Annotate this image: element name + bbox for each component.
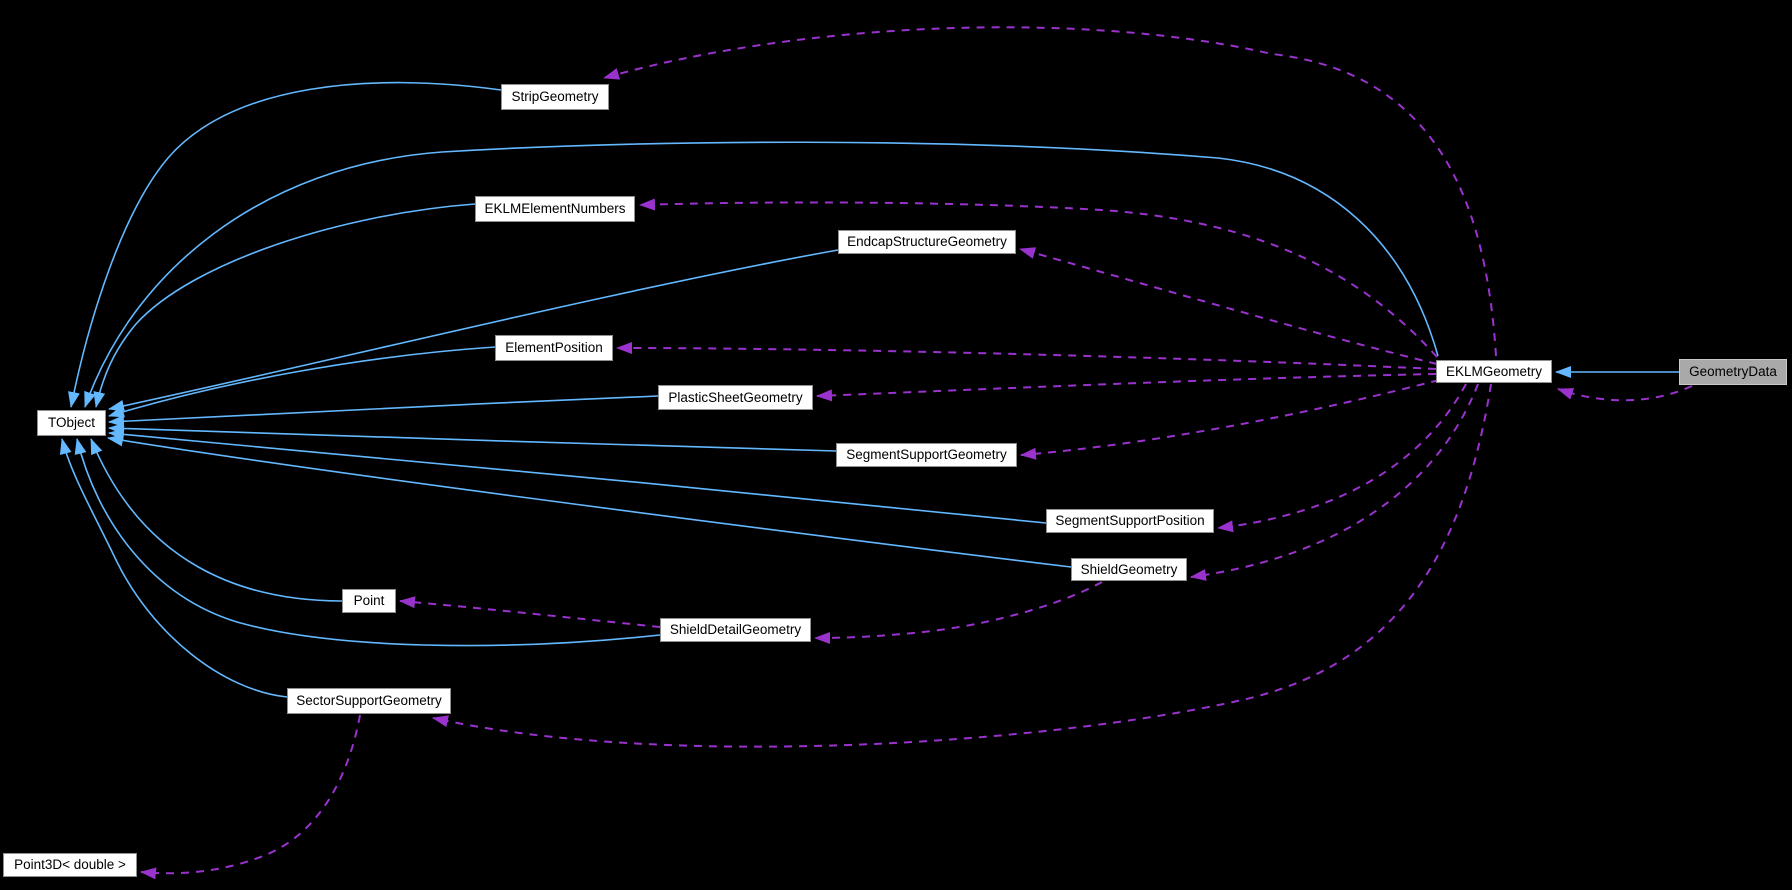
- node-eklmgeometry[interactable]: EKLMGeometry: [1436, 360, 1552, 383]
- edge-shieldgeometry-shielddetailgeometry: [814, 581, 1103, 644]
- edge-sectorsupportgeometry-point3d: [140, 714, 361, 880]
- node-shieldgeometry[interactable]: ShieldGeometry: [1071, 558, 1187, 581]
- node-point[interactable]: Point: [342, 589, 396, 613]
- node-tobject[interactable]: TObject: [37, 410, 106, 436]
- edge-segmentsupportgeometry-tobject: [108, 422, 837, 452]
- node-sectorsupportgeometry[interactable]: SectorSupportGeometry: [287, 688, 451, 714]
- edge-elementposition-tobject: [108, 346, 496, 418]
- node-eklmelementnumbers[interactable]: EKLMElementNumbers: [475, 196, 635, 222]
- edge-eklmgeometry-segmentsupportgeometry: [1020, 379, 1440, 460]
- edge-eklmgeometry-segmentsupportposition: [1217, 383, 1467, 533]
- edge-plasticsheetgeometry-tobject: [108, 395, 659, 428]
- node-point3d-double[interactable]: Point3D< double >: [3, 853, 137, 877]
- edge-geometrydata-eklmgeometry-use: [1557, 385, 1693, 402]
- edge-sectorsupportgeometry-tobject: [59, 438, 288, 698]
- edge-eklmgeometry-tobject: [84, 141, 1439, 408]
- edge-point-tobject: [90, 438, 343, 602]
- edge-eklmgeometry-shieldgeometry: [1190, 383, 1479, 581]
- edge-segmentsupportposition-tobject: [108, 428, 1047, 524]
- edge-eklmelementnumbers-tobject: [93, 203, 476, 408]
- node-elementposition[interactable]: ElementPosition: [495, 335, 613, 361]
- edge-shielddetailgeometry-tobject: [74, 438, 661, 647]
- edge-eklmgeometry-eklmelementnumbers: [639, 198, 1438, 358]
- edge-shieldgeometry-tobject: [107, 434, 1072, 568]
- edge-eklmgeometry-plasticsheetgeometry: [816, 373, 1437, 402]
- edge-eklmgeometry-endcapstructuregeometry: [1019, 247, 1438, 365]
- node-plasticsheetgeometry[interactable]: PlasticSheetGeometry: [658, 385, 813, 410]
- node-stripgeometry[interactable]: StripGeometry: [501, 84, 609, 110]
- edge-eklmgeometry-sectorsupportgeometry: [432, 383, 1492, 748]
- edge-endcapstructuregeometry-tobject: [108, 249, 839, 412]
- node-segmentsupportposition[interactable]: SegmentSupportPosition: [1046, 509, 1214, 533]
- node-segmentsupportgeometry[interactable]: SegmentSupportGeometry: [836, 443, 1017, 467]
- edge-stripgeometry-tobject: [68, 81, 502, 408]
- edge-eklmgeometry-elementposition: [616, 342, 1437, 370]
- edge-eklmgeometry-stripgeometry: [603, 26, 1497, 357]
- node-geometrydata[interactable]: GeometryData: [1679, 359, 1787, 385]
- node-endcapstructuregeometry[interactable]: EndcapStructureGeometry: [838, 230, 1016, 254]
- edge-shielddetailgeometry-point: [399, 596, 661, 628]
- node-shielddetailgeometry[interactable]: ShieldDetailGeometry: [660, 618, 811, 642]
